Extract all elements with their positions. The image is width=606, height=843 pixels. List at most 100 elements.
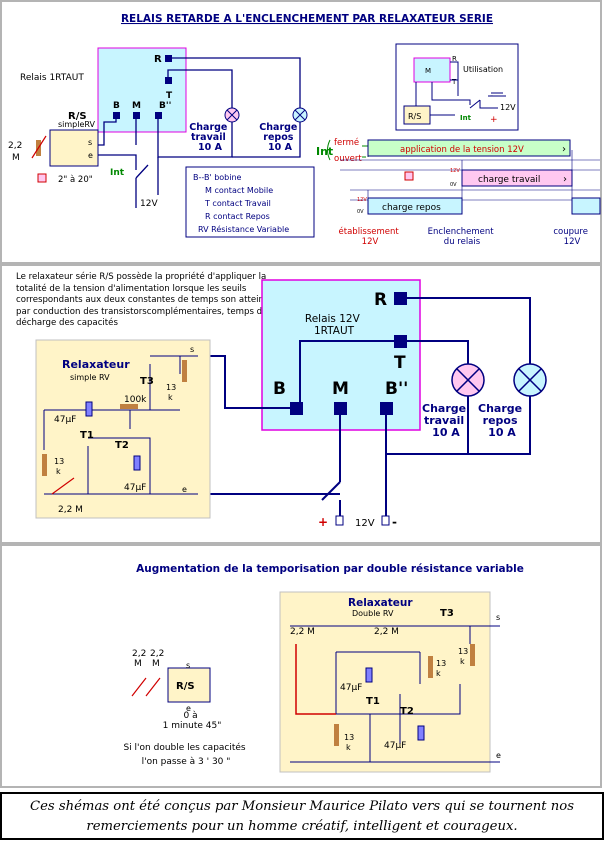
relax-2-t2: T2	[115, 440, 129, 451]
relax-3-r13c-label: 13	[344, 733, 354, 742]
relay-1-pin-b-label: B	[113, 101, 120, 111]
lamp-repos-1	[292, 107, 308, 123]
relay-1-pin-t	[165, 77, 172, 84]
mini-rs-label: R/S	[408, 112, 421, 121]
relax-3-r13a-label: 13	[436, 659, 446, 668]
mini-wires	[415, 61, 506, 116]
timeline-12v-b: 12V	[357, 197, 367, 203]
relay-2-label: Relais 12V 1RTAUT	[305, 313, 363, 337]
relay-1-pin-r	[165, 55, 172, 62]
relay-2-pin-t-label: T	[394, 353, 406, 373]
section-2-paragraph: Le relaxateur série R/S possède la propr…	[16, 272, 275, 328]
credits-line-2: remerciements pour un homme créatif, int…	[86, 819, 518, 834]
lamp-travail-2	[451, 363, 485, 397]
relax-3-t2: T2	[400, 706, 414, 717]
credits-caption: Ces shémas ont été conçus par Monsieur M…	[0, 792, 604, 840]
timeline-app-text: application de la tension 12V	[400, 145, 524, 155]
relax-3-k-b: k	[460, 657, 465, 666]
relax-2-r100	[120, 404, 138, 409]
relax-3-e: e	[496, 751, 501, 760]
relay-1-pin-b	[113, 112, 120, 119]
relax-3-k-a: k	[436, 669, 441, 678]
relay-1-pin-t-label: T	[166, 91, 173, 101]
rs3-pot-a: 2,2 M	[132, 649, 149, 669]
relax-3-s: s	[496, 613, 500, 622]
relax-board-3	[279, 591, 491, 773]
v12-label-1: 12V	[140, 199, 158, 209]
mini-relay	[413, 57, 451, 83]
rs3-pot-b: 2,2 M	[150, 649, 167, 669]
relax-2-c1-label: 47µF	[54, 415, 76, 425]
relax-3-c1	[365, 667, 373, 683]
relax-2-r13b	[42, 454, 47, 476]
lamp-repos-2	[513, 363, 547, 397]
relax-2-t1: T1	[80, 430, 94, 441]
relay-1-label: Relais 1RTAUT	[20, 73, 84, 83]
timeline-app-bar	[367, 139, 571, 157]
polarity-plus-2: +	[318, 515, 328, 529]
relay-2-pin-m	[334, 402, 347, 415]
relax-3-r13b	[470, 644, 475, 666]
v12-label-2: 12V	[355, 518, 375, 529]
mini-plus: +	[490, 115, 498, 125]
relax-3-c2-label: 47µF	[384, 741, 406, 751]
relax-2-k-a: k	[168, 393, 173, 402]
legend-box	[185, 166, 315, 238]
relax-2-s: s	[190, 345, 194, 354]
relax-3-r13b-label: 13	[458, 647, 468, 656]
potentiometer-1	[31, 135, 47, 159]
relax-3-t3: T3	[440, 608, 454, 619]
relay-2-pin-b-label: B	[273, 379, 286, 399]
relay-1-pin-bpp-label: B''	[159, 101, 171, 111]
relax-3-k-c: k	[346, 743, 351, 752]
charge-repos-2-label: Charge repos 10 A	[478, 402, 526, 439]
timeline-etab: établissement 12V	[339, 226, 402, 247]
relax-3-pot2: 2,2 M	[374, 627, 399, 637]
timeline-ferme: fermé	[334, 137, 359, 148]
relax-3-red-wire	[295, 644, 336, 715]
timeline-coupure: coupure 12V	[553, 227, 590, 247]
relax-2-r13a-label: 13	[166, 383, 176, 392]
relax-2-c2-label: 47µF	[124, 483, 146, 493]
charge-travail-2-label: Charge travail 10 A	[422, 402, 470, 439]
credits-line-1: Ces shémas ont été conçus par Monsieur M…	[30, 799, 574, 814]
section-3-diagram: Augmentation de la temporisation par dou…	[123, 563, 524, 773]
relax-2-pot	[51, 477, 75, 495]
lamp-travail-1	[224, 107, 240, 123]
relax-2-k-b: k	[56, 467, 61, 476]
rs-box-1	[49, 129, 99, 167]
relax-3-wires	[290, 625, 500, 763]
timeline-repos-bar-2	[571, 197, 601, 215]
section-2-wires	[198, 297, 531, 520]
timeline-int: Int	[316, 145, 333, 158]
rs3-e: e	[186, 704, 191, 713]
rs3-label: R/S	[176, 681, 195, 692]
relay-2-pin-m-label: M	[332, 379, 349, 399]
section-1-diagram: RELAIS RETARDE A L'ENCLENCHEMENT PAR REL…	[8, 13, 601, 247]
relay-1-pin-m	[133, 112, 140, 119]
section-1-wires	[98, 57, 301, 208]
relay-2-pin-bpp-label: B''	[385, 379, 408, 399]
pot-value-1: 2,2	[8, 141, 22, 151]
section-1-title: RELAIS RETARDE A L'ENCLENCHEMENT PAR REL…	[121, 13, 493, 25]
relax-3-r13a	[428, 656, 433, 678]
mini-m: M	[425, 67, 431, 75]
relax-3-c1-label: 47µF	[340, 683, 362, 693]
relax-2-t3: T3	[140, 376, 154, 387]
timeline-repos-text: charge repos	[382, 203, 441, 213]
charge-repos-1-label: Charge repos 10 A	[259, 122, 300, 153]
pot-unit-1: M	[12, 153, 20, 163]
rs3-pot-icon	[131, 677, 161, 697]
relay-1-pin-m-label: M	[132, 101, 141, 111]
timeline-icon	[404, 171, 414, 181]
relax-sub-2: simple RV	[70, 373, 110, 382]
relax-2-r13a	[182, 360, 187, 382]
timeline-0v-a: 0V	[450, 182, 457, 188]
relax-title-2: Relaxateur	[62, 358, 130, 371]
rs3-s: s	[186, 661, 190, 670]
relax-3-pot1: 2,2 M	[290, 627, 315, 637]
relax-sub-3: Double RV	[352, 609, 394, 618]
timeline-enclench: Enclenchement du relais	[428, 227, 497, 247]
rs3-note: Si l'on double les capacités l'on passe …	[123, 742, 248, 767]
section-3-title: Augmentation de la temporisation par dou…	[136, 563, 524, 575]
